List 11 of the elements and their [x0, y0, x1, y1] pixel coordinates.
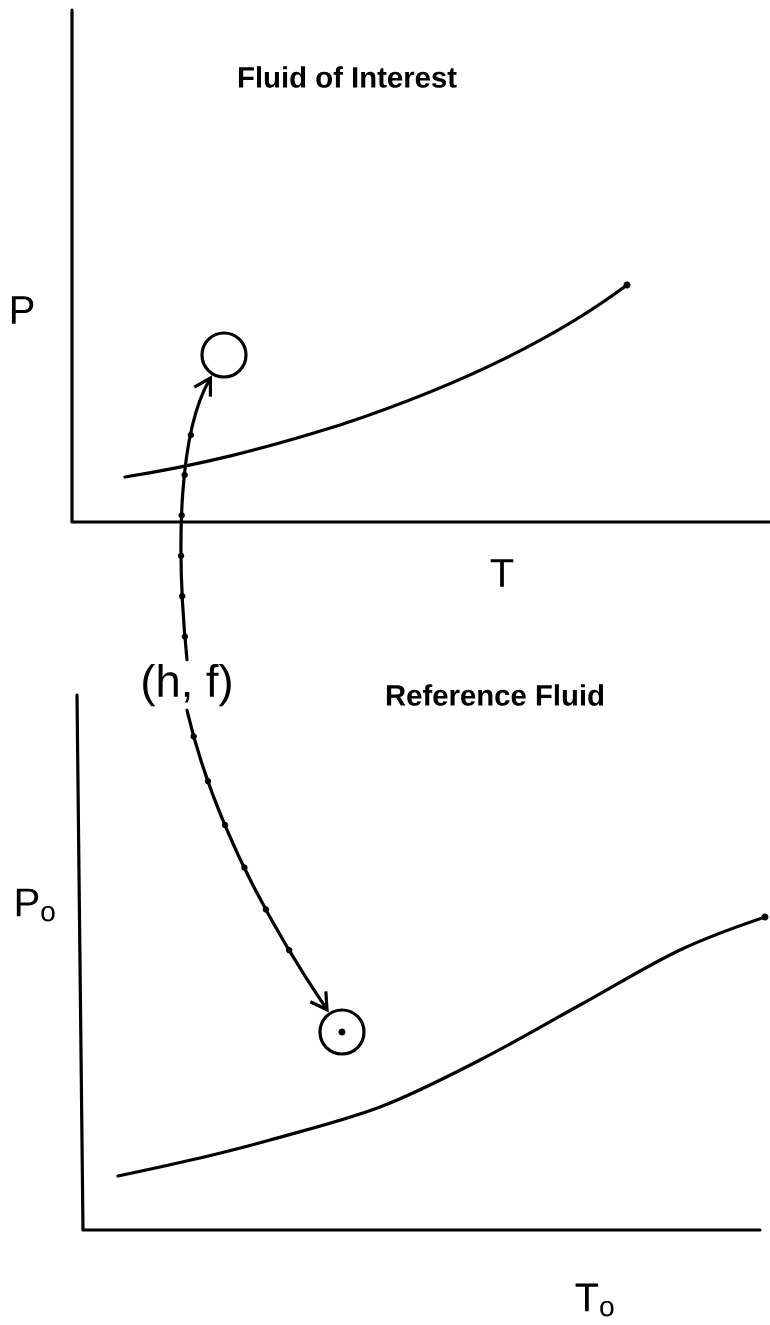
- coordinate-label: (h, f): [143, 663, 231, 707]
- plot-title: Reference Fluid: [386, 684, 604, 706]
- dotted-path-arrow: [177, 375, 213, 662]
- axis-label: P$_{o}$: [16, 888, 55, 922]
- state-point-circle: [318, 1008, 366, 1056]
- axis-label: T: [490, 559, 514, 587]
- axis-label: P: [11, 296, 34, 324]
- state-point-circle: [200, 331, 248, 379]
- axis-label: T$_{o}$: [575, 1283, 614, 1317]
- dotted-path-arrow: [185, 708, 329, 1013]
- plot-title: Fluid of Interest: [238, 66, 457, 88]
